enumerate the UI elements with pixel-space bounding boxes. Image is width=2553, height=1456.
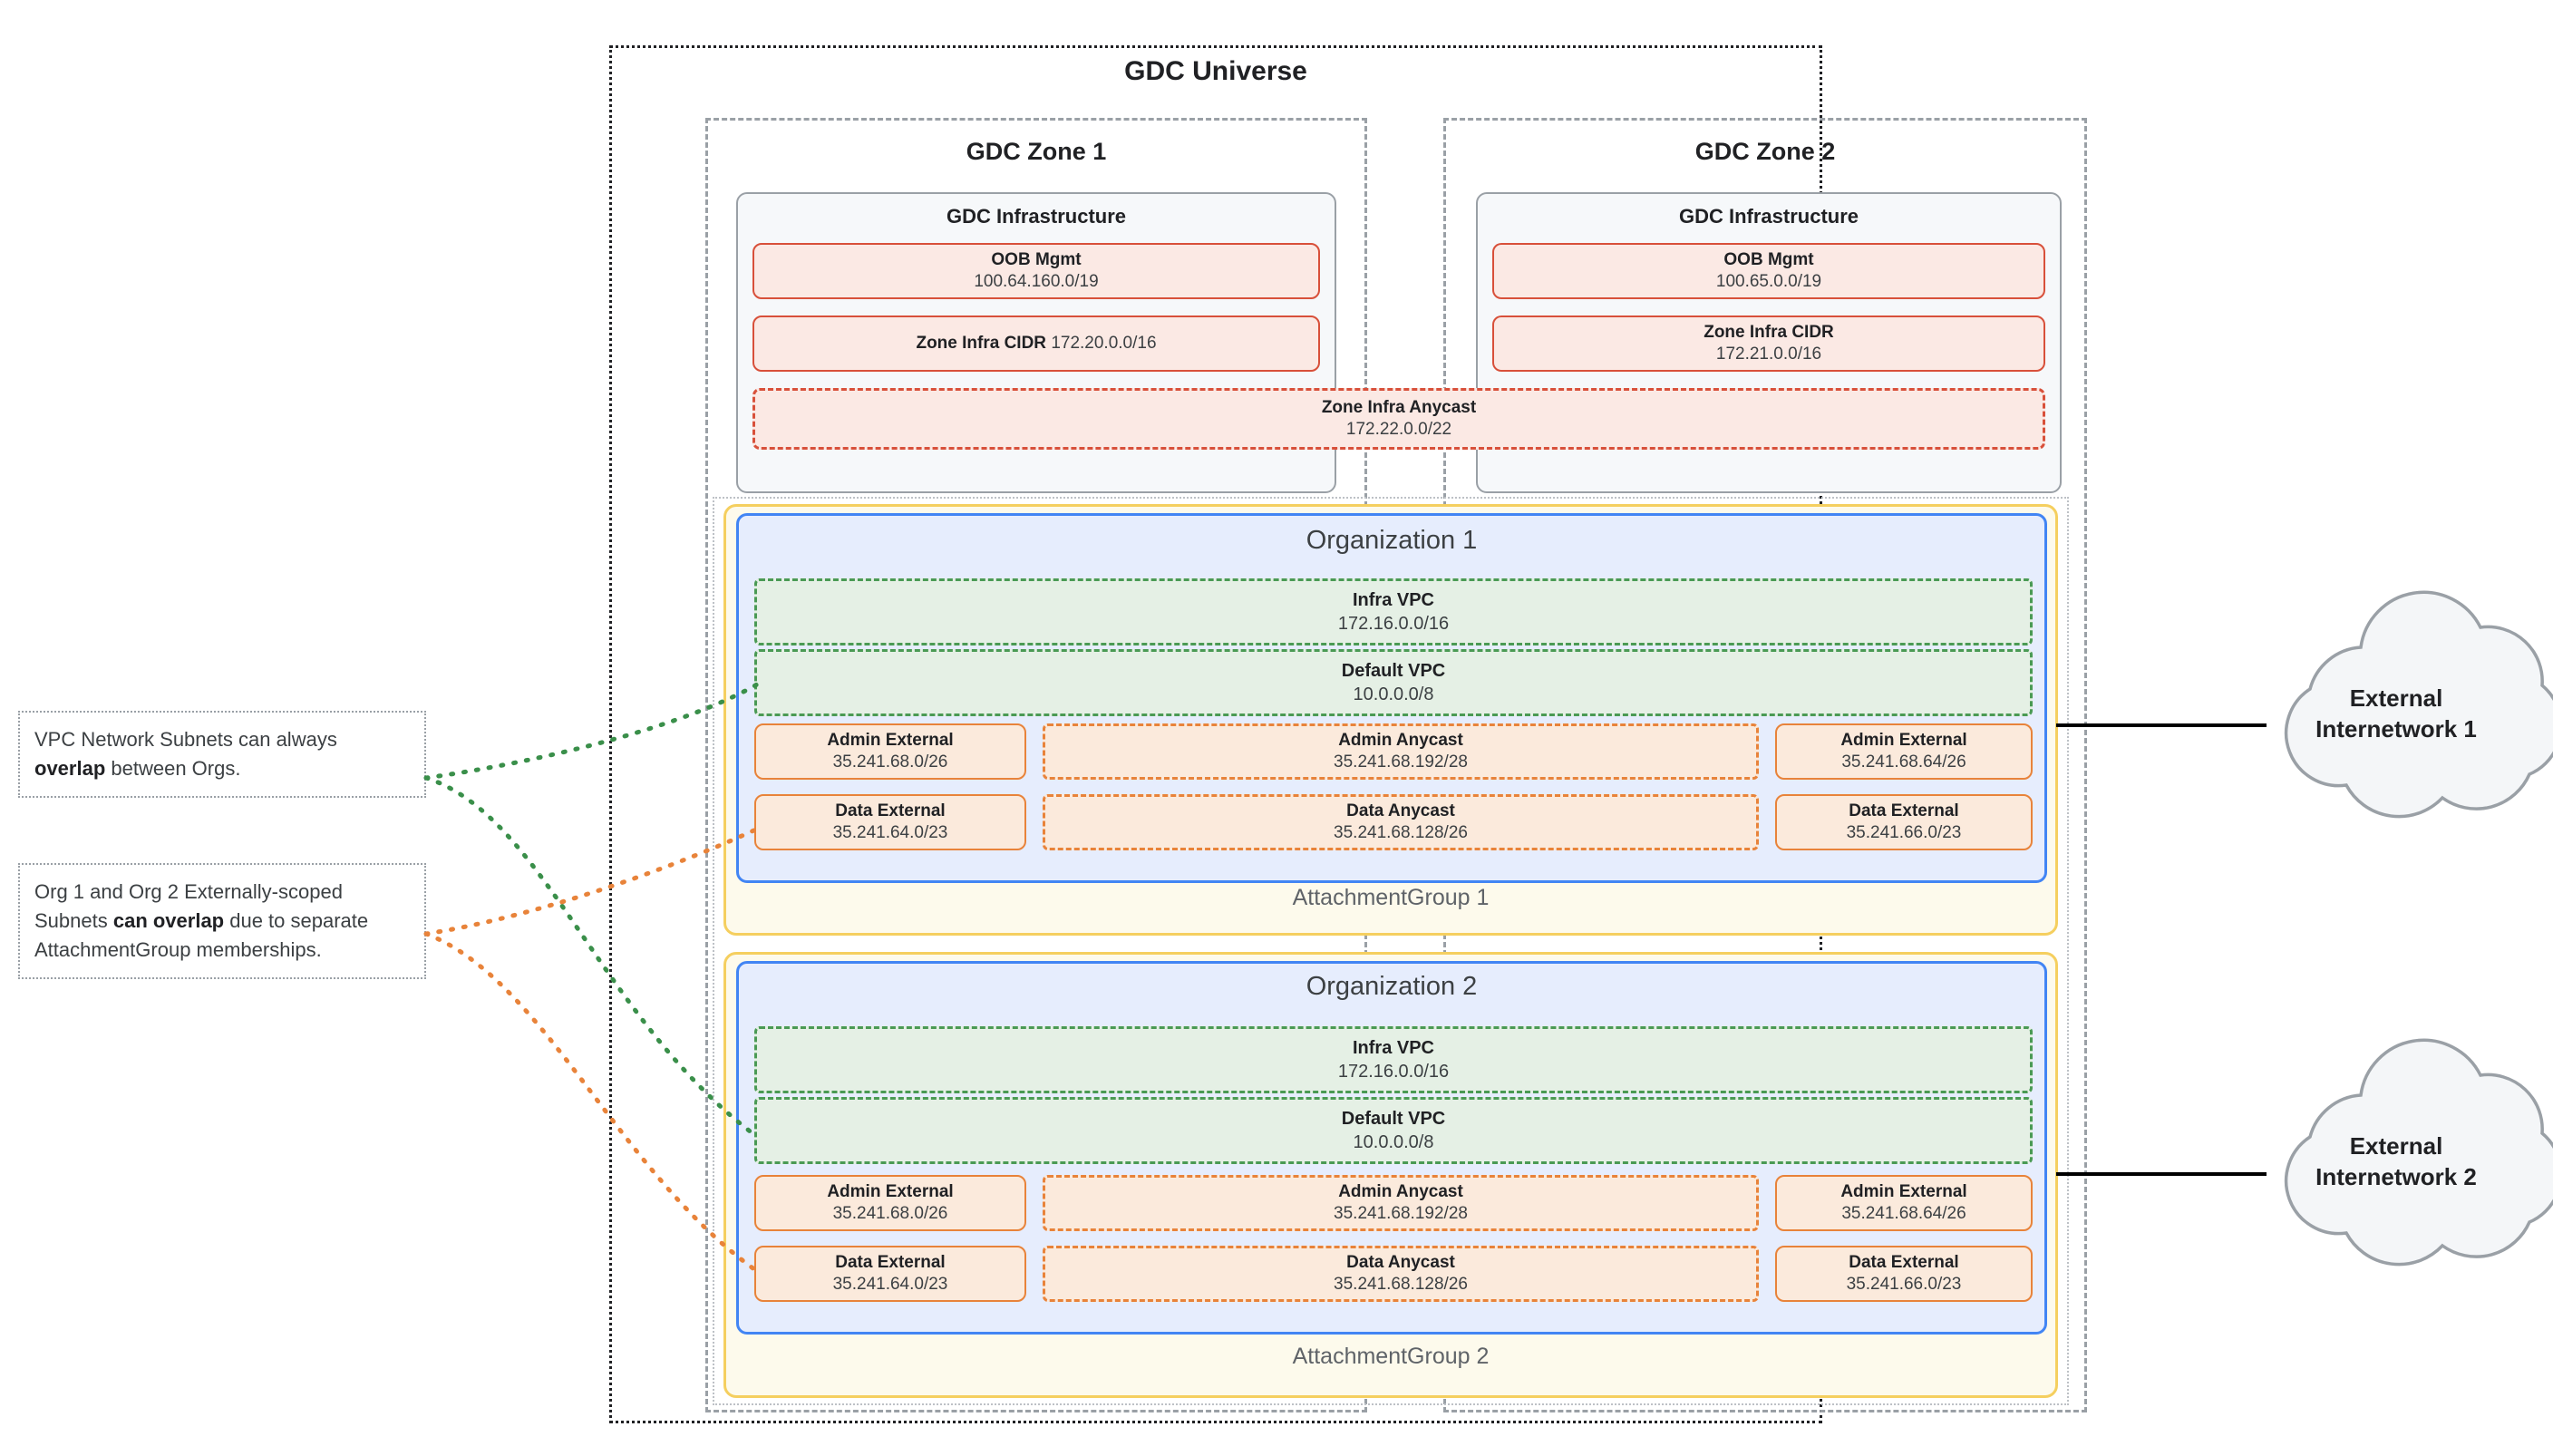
zone-2-oob-mgmt-label: OOB Mgmt: [1723, 250, 1814, 270]
org-1-admin-external-right-cidr: 35.241.68.64/26: [1841, 752, 1966, 772]
org-2-data-external-left-label: Data External: [835, 1253, 946, 1273]
org-2-data-external-left-cidr: 35.241.64.0/23: [832, 1275, 948, 1294]
org-1-data-external-right-cidr: 35.241.66.0/23: [1846, 823, 1962, 842]
org-1-data-external-left-cidr: 35.241.64.0/23: [832, 823, 948, 842]
org-2-admin-anycast-box: Admin Anycast 35.241.68.192/28: [1043, 1175, 1759, 1231]
zone-2-oob-mgmt-box: OOB Mgmt 100.65.0.0/19: [1492, 243, 2045, 299]
org-2-infra-vpc-label: Infra VPC: [1352, 1038, 1435, 1058]
zone-infra-anycast-box: Zone Infra Anycast 172.22.0.0/22: [752, 388, 2045, 450]
zone-1-zone-infra-cidr-inline: Zone Infra CIDR 172.20.0.0/16: [916, 334, 1156, 354]
zone-1-oob-mgmt-box: OOB Mgmt 100.64.160.0/19: [752, 243, 1320, 299]
zone-1-oob-mgmt-label: OOB Mgmt: [991, 250, 1082, 270]
gdc-zone-2-title: GDC Zone 2: [1694, 138, 1836, 165]
org-2-data-anycast-cidr: 35.241.68.128/26: [1334, 1275, 1468, 1294]
org-2-admin-external-left-cidr: 35.241.68.0/26: [832, 1204, 948, 1223]
external-internetwork-2-line-1: External: [2349, 1132, 2443, 1160]
zone-2-zone-infra-cidr-value: 172.21.0.0/16: [1715, 345, 1822, 364]
org-1-data-anycast-label: Data Anycast: [1346, 801, 1455, 821]
callout-2-text-bold: can overlap: [112, 908, 225, 932]
org-2-default-vpc-label: Default VPC: [1341, 1109, 1446, 1129]
org-1-default-vpc-cidr: 10.0.0.0/8: [1353, 684, 1434, 704]
org-2-default-vpc-cidr: 10.0.0.0/8: [1353, 1132, 1434, 1152]
zone-2-zone-infra-cidr-label: Zone Infra CIDR: [1704, 323, 1834, 343]
org-1-data-external-left-label: Data External: [835, 801, 946, 821]
external-internetwork-1-line-1: External: [2349, 684, 2443, 712]
org-1-default-vpc-box: Default VPC 10.0.0.0/8: [754, 649, 2033, 716]
zone-1-zone-infra-cidr-box: Zone Infra CIDR 172.20.0.0/16: [752, 315, 1320, 372]
zone-2-zone-infra-cidr-box: Zone Infra CIDR 172.21.0.0/16: [1492, 315, 2045, 372]
attachment-group-1-label: AttachmentGroup 1: [1292, 885, 1490, 910]
org-1-data-external-right-label: Data External: [1849, 801, 1959, 821]
org-1-data-anycast-box: Data Anycast 35.241.68.128/26: [1043, 794, 1759, 850]
org-1-admin-external-left-label: Admin External: [827, 731, 954, 751]
org-1-admin-external-right-box: Admin External 35.241.68.64/26: [1775, 723, 2033, 780]
external-internetwork-1-label: External Internetwork 1: [2265, 684, 2528, 745]
org-2-admin-external-right-box: Admin External 35.241.68.64/26: [1775, 1175, 2033, 1231]
zone-1-zone-infra-cidr-label: Zone Infra CIDR: [916, 334, 1047, 353]
org-1-admin-anycast-box: Admin Anycast 35.241.68.192/28: [1043, 723, 1759, 780]
org-2-data-anycast-label: Data Anycast: [1346, 1253, 1455, 1273]
org-2-data-external-right-cidr: 35.241.66.0/23: [1846, 1275, 1962, 1294]
zone-infra-anycast-label: Zone Infra Anycast: [1321, 398, 1477, 418]
org-1-data-anycast-cidr: 35.241.68.128/26: [1334, 823, 1468, 842]
org-2-data-external-left-box: Data External 35.241.64.0/23: [754, 1246, 1026, 1302]
external-internetwork-1-line-2: Internetwork 1: [2315, 714, 2477, 743]
zone-1-infrastructure-title: GDC Infrastructure: [946, 205, 1127, 228]
callout-vpc-subnet-overlap: VPC Network Subnets can always overlap b…: [18, 711, 426, 798]
org-1-infra-vpc-cidr: 172.16.0.0/16: [1337, 614, 1450, 634]
organization-2-title: Organization 2: [1306, 972, 1478, 1001]
zone-2-infrastructure-title: GDC Infrastructure: [1678, 205, 1859, 228]
org-2-admin-anycast-label: Admin Anycast: [1338, 1182, 1463, 1202]
callout-2-text-before: Org 1 and Org 2 Externally-scoped Subnet…: [34, 880, 343, 932]
organization-1-title: Organization 1: [1306, 526, 1478, 555]
org-2-data-external-right-box: Data External 35.241.66.0/23: [1775, 1246, 2033, 1302]
org-2-infra-vpc-cidr: 172.16.0.0/16: [1337, 1062, 1450, 1082]
callout-1-text-bold: overlap: [34, 756, 106, 780]
org-2-admin-external-left-box: Admin External 35.241.68.0/26: [754, 1175, 1026, 1231]
org-2-admin-external-right-label: Admin External: [1840, 1182, 1967, 1202]
org-2-admin-external-left-label: Admin External: [827, 1182, 954, 1202]
external-internetwork-2-label: External Internetwork 2: [2265, 1131, 2528, 1193]
org-1-admin-external-left-cidr: 35.241.68.0/26: [832, 752, 948, 772]
org-1-admin-external-right-label: Admin External: [1840, 731, 1967, 751]
org-2-default-vpc-box: Default VPC 10.0.0.0/8: [754, 1097, 2033, 1164]
zone-2-oob-mgmt-cidr: 100.65.0.0/19: [1715, 272, 1822, 291]
org-1-data-external-right-box: Data External 35.241.66.0/23: [1775, 794, 2033, 850]
zone-1-zone-infra-cidr-value: 172.20.0.0/16: [1051, 334, 1157, 353]
org-2-data-external-right-label: Data External: [1849, 1253, 1959, 1273]
org-1-infra-vpc-box: Infra VPC 172.16.0.0/16: [754, 578, 2033, 645]
callout-1-text-before: VPC Network Subnets can always: [34, 728, 337, 751]
callout-2-text-after: due to separate AttachmentGroup membersh…: [34, 908, 369, 961]
org-2-admin-anycast-cidr: 35.241.68.192/28: [1334, 1204, 1468, 1223]
zone-infra-anycast-cidr: 172.22.0.0/22: [1345, 420, 1452, 439]
org-1-admin-anycast-cidr: 35.241.68.192/28: [1334, 752, 1468, 772]
org-1-admin-anycast-label: Admin Anycast: [1338, 731, 1463, 751]
callout-externally-scoped-overlap: Org 1 and Org 2 Externally-scoped Subnet…: [18, 863, 426, 979]
org-2-admin-external-right-cidr: 35.241.68.64/26: [1841, 1204, 1966, 1223]
gdc-zone-1-title: GDC Zone 1: [966, 138, 1107, 165]
org-1-admin-external-left-box: Admin External 35.241.68.0/26: [754, 723, 1026, 780]
external-internetwork-2-line-2: Internetwork 2: [2315, 1162, 2477, 1190]
org-1-data-external-left-box: Data External 35.241.64.0/23: [754, 794, 1026, 850]
org-2-data-anycast-box: Data Anycast 35.241.68.128/26: [1043, 1246, 1759, 1302]
org-2-infra-vpc-box: Infra VPC 172.16.0.0/16: [754, 1026, 2033, 1093]
org-1-default-vpc-label: Default VPC: [1341, 661, 1446, 681]
callout-1-text-after: between Orgs.: [105, 756, 241, 780]
attachment-group-2-label: AttachmentGroup 2: [1292, 1344, 1490, 1369]
org-1-infra-vpc-label: Infra VPC: [1352, 590, 1435, 610]
zone-1-oob-mgmt-cidr: 100.64.160.0/19: [974, 272, 1099, 291]
gdc-universe-title: GDC Universe: [1124, 56, 1307, 86]
